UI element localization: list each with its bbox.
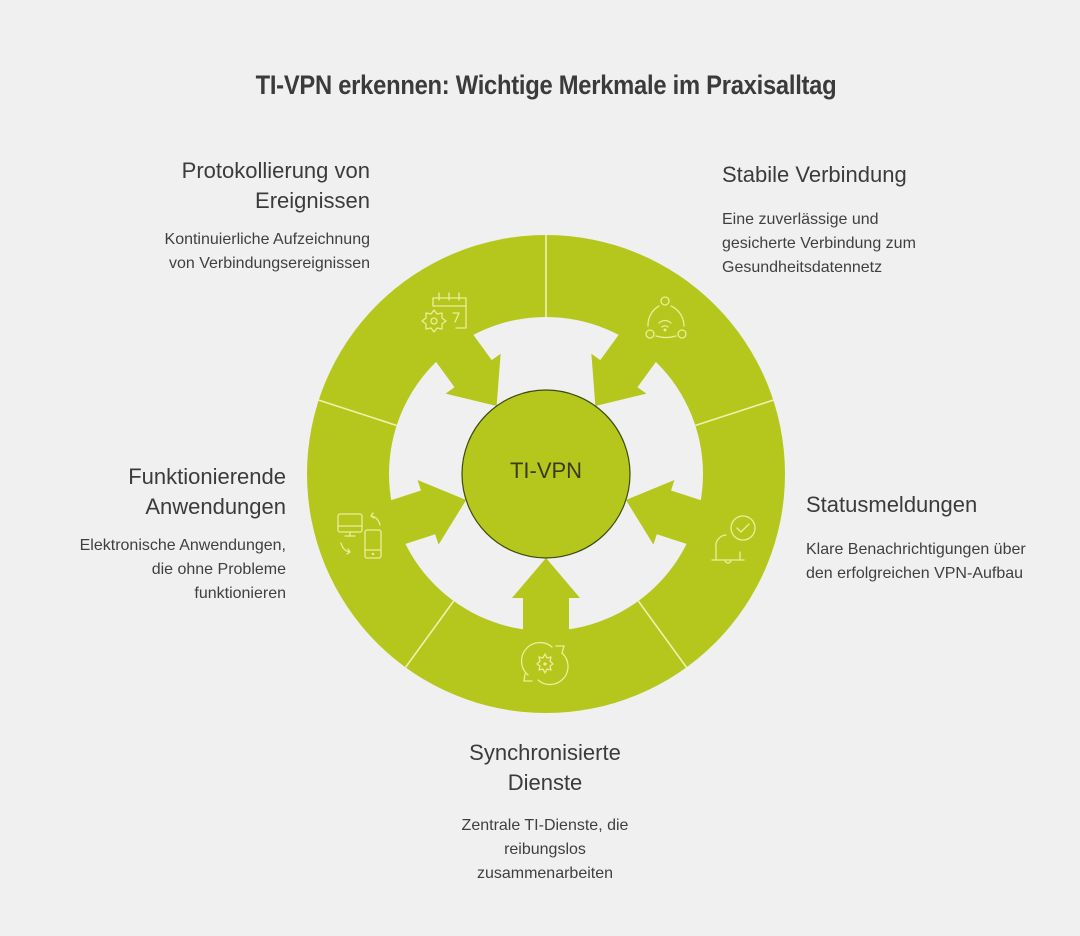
- calendar-gear-icon: [421, 292, 467, 333]
- feature-description: Kontinuierliche Aufzeichnung von Verbind…: [164, 231, 370, 272]
- center-label: TI-VPN: [509, 458, 583, 483]
- arrow-synchronisierte-dienste: [512, 558, 580, 632]
- arrow-statusmeldungen: [625, 479, 704, 545]
- feature-title: Synchronisierte Dienste: [469, 740, 621, 795]
- feature-description: Eine zuverlässige und gesicherte Verbind…: [722, 211, 916, 276]
- feature-description: Zentrale TI-Dienste, die reibungslos zus…: [461, 817, 629, 882]
- arrow-protokollierung: [434, 332, 501, 407]
- feature-stabile-verbindung: Stabile Verbindung Eine zuverlässige und…: [722, 160, 1042, 280]
- network-wifi-icon: [645, 296, 687, 339]
- feature-title: Protokollierung von Ereignissen: [181, 158, 370, 213]
- segment-dividers: [318, 235, 774, 668]
- arrow-stabile-verbindung: [591, 332, 658, 407]
- bell-check-icon: [711, 515, 756, 564]
- feature-synchronisierte-dienste: Synchronisierte Dienste Zentrale TI-Dien…: [400, 738, 690, 886]
- feature-title: Stabile Verbindung: [722, 162, 907, 187]
- feature-description: Elektronische Anwendungen, die ohne Prob…: [79, 537, 286, 602]
- feature-statusmeldungen: Statusmeldungen Klare Benachrichtigungen…: [806, 490, 1076, 586]
- feature-title: Statusmeldungen: [806, 492, 978, 517]
- feature-title: Funktionierende Anwendungen: [128, 464, 286, 519]
- arrow-funktionierende-anwendungen: [388, 479, 467, 545]
- feature-description: Klare Benachrichtigungen über den erfolg…: [806, 541, 1026, 582]
- feature-protokollierung: Protokollierung von Ereignissen Kontinui…: [90, 156, 370, 276]
- sync-gear-icon: [520, 641, 569, 686]
- devices-sync-icon: [337, 512, 382, 559]
- center-circle: [461, 389, 631, 559]
- arrows: [388, 332, 704, 632]
- feature-funktionierende-anwendungen: Funktionierende Anwendungen Elektronisch…: [6, 462, 286, 606]
